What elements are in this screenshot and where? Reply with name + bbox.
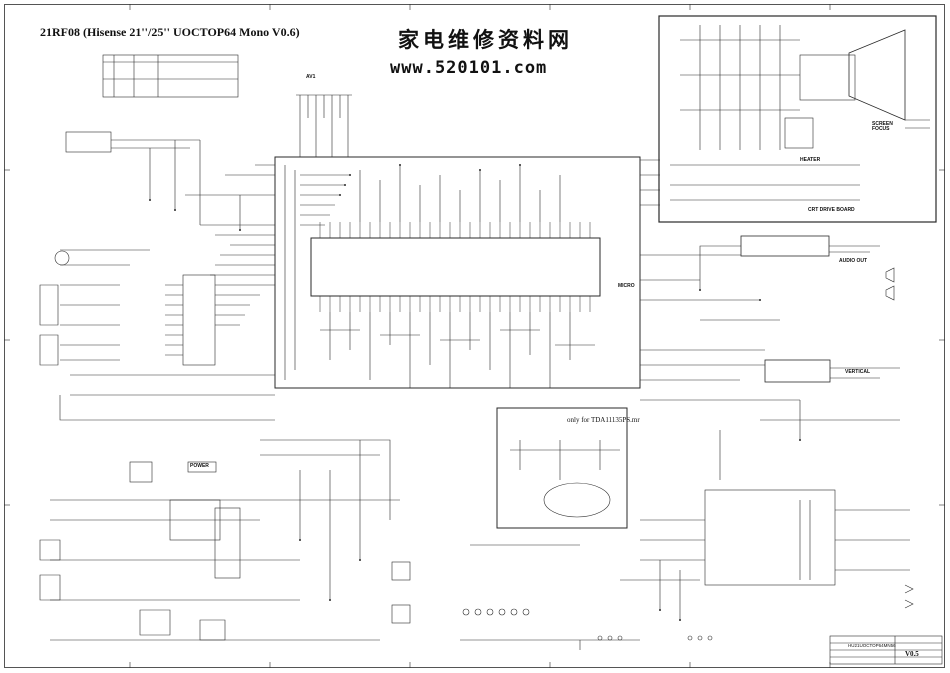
audio-out-label: AUDIO OUT — [839, 258, 868, 264]
drawing-title: 21RF08 (Hisense 21''/25'' UOCTOP64 Mono … — [40, 25, 300, 39]
watermark-chinese: 家电维修资料网 — [398, 27, 573, 52]
vertical-label: VERTICAL — [845, 369, 870, 375]
micro-label: MICRO — [618, 283, 635, 289]
title-block-drawing-no: HU21UOCTOP64MN56 — [848, 643, 896, 648]
crt-drive-board-label: CRT DRIVE BOARD — [808, 207, 855, 213]
heater-label: HEATER — [800, 157, 821, 163]
title-block-version: V0.5 — [905, 650, 919, 658]
av1-label: AV1 — [306, 74, 316, 80]
power-label: POWER — [190, 463, 209, 469]
drawing-frame — [4, 4, 945, 668]
only-for-label: only for TDA11135PS.mr — [567, 416, 640, 424]
screen-focus-label: SCREEN FOCUS — [872, 122, 902, 132]
watermark-url: www.520101.com — [390, 58, 548, 78]
